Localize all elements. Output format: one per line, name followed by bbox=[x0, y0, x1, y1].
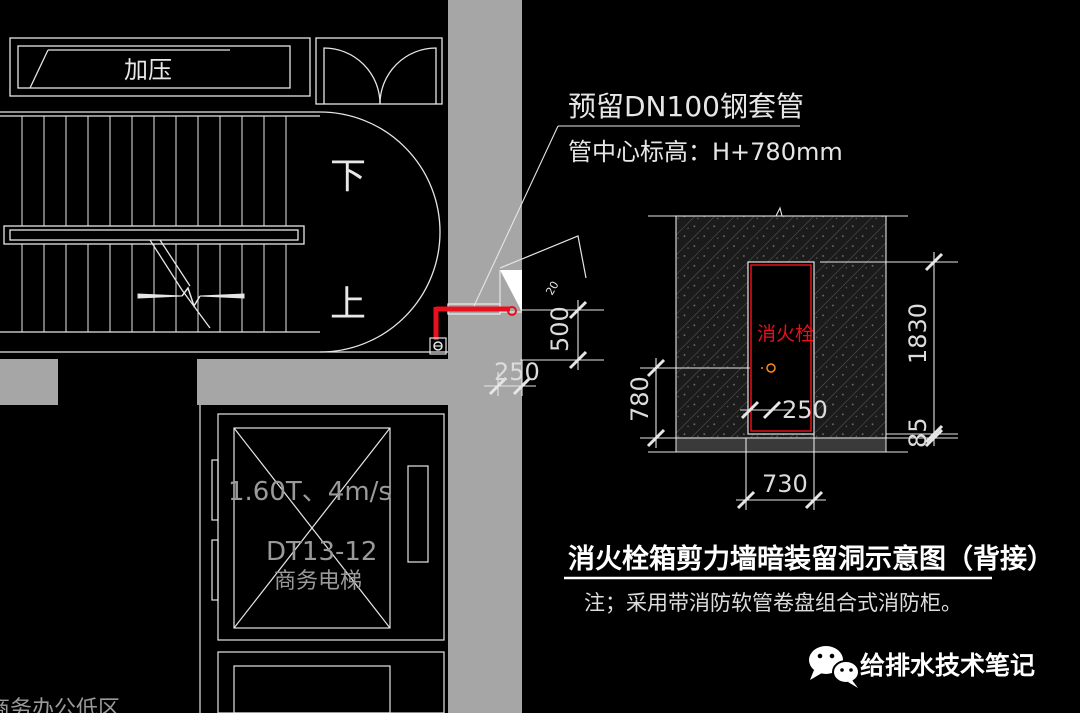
pipe-end-valve bbox=[507, 306, 517, 316]
sleeve-note-line1: 预留DN100钢套管 bbox=[568, 90, 804, 123]
wechat-icon bbox=[809, 646, 860, 688]
plan-dim-500: 500 bbox=[546, 306, 574, 352]
plan-dim-250: 250 bbox=[494, 358, 540, 386]
cabinet-dim-1830: 1830 bbox=[904, 303, 932, 364]
stair-plan bbox=[0, 37, 448, 353]
stair-treads bbox=[21, 116, 287, 332]
cabinet-label: 消火栓 bbox=[757, 323, 814, 345]
horizontal-wall-left bbox=[0, 359, 58, 405]
cabinet-dim-780: 780 bbox=[626, 376, 654, 422]
stair-room-label: 加压 bbox=[124, 56, 172, 84]
floor-slab bbox=[675, 437, 887, 453]
elevator-plan bbox=[199, 405, 445, 713]
hydrant-cabinet bbox=[750, 264, 812, 432]
riser-box bbox=[429, 337, 447, 355]
sleeve-note-line2: 管中心标高：H+780mm bbox=[568, 138, 843, 166]
sleeve-leader bbox=[473, 125, 800, 307]
horizontal-wall-right bbox=[197, 359, 448, 405]
hydrant-outlet-icon bbox=[766, 363, 776, 373]
cabinet-dim-250: 250 bbox=[782, 396, 828, 424]
stair-break-symbol bbox=[137, 286, 245, 308]
valve-triangle bbox=[500, 270, 522, 312]
stair-down-label: 下 bbox=[330, 156, 366, 197]
elevator-code: DT13-12 bbox=[266, 537, 377, 567]
shear-walls bbox=[0, 0, 522, 713]
cabinet-dimensions bbox=[640, 252, 958, 510]
drawing-note: 注；采用带消防软管卷盘组合式消防柜。 bbox=[584, 591, 962, 615]
plan-dim-20: 20 bbox=[543, 279, 561, 298]
elevator-spec: 1.60T、4m/s bbox=[228, 477, 392, 507]
watermark-text: 给排水技术笔记 bbox=[860, 651, 1035, 680]
drawing-title: 消火栓箱剪力墙暗装留洞示意图（背接） bbox=[568, 543, 1054, 575]
cabinet-dim-730: 730 bbox=[762, 470, 808, 498]
plan-dimensions bbox=[484, 300, 604, 396]
bottom-left-area-label: 商务办公低区 bbox=[0, 697, 120, 713]
stair-up-label: 上 bbox=[330, 284, 366, 325]
hydrant-plan bbox=[429, 235, 587, 355]
cabinet-dim-85: 85 bbox=[904, 417, 932, 448]
vertical-shear-wall bbox=[448, 0, 522, 713]
cabinet-opening bbox=[747, 261, 815, 435]
elevator-name: 商务电梯 bbox=[274, 569, 362, 594]
cabinet-section bbox=[648, 206, 908, 453]
